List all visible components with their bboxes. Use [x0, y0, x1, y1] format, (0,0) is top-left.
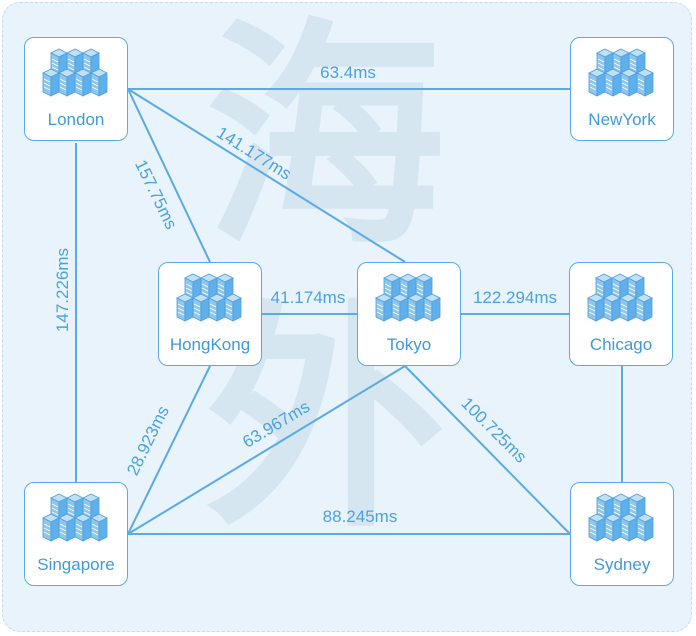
- server-icon: [587, 492, 655, 552]
- link-london-hongkong: [127, 88, 211, 263]
- node-chicago: Chicago: [569, 262, 673, 366]
- server-icon: [374, 272, 442, 332]
- node-newyork: NewYork: [570, 37, 674, 141]
- node-tokyo: Tokyo: [357, 262, 461, 366]
- node-sydney: Sydney: [570, 482, 674, 586]
- node-label: Sydney: [593, 555, 651, 574]
- link-london-tokyo: [127, 88, 406, 263]
- node-london: London: [24, 37, 128, 141]
- link-tokyo-sydney: [404, 365, 571, 535]
- node-label: HongKong: [169, 335, 251, 354]
- link-tokyo-singapore: [127, 365, 406, 535]
- server-icon: [586, 272, 654, 332]
- node-label: London: [47, 110, 105, 129]
- server-icon: [41, 492, 109, 552]
- server-icon: [41, 47, 109, 107]
- server-icon: [175, 272, 243, 332]
- node-label: Chicago: [589, 335, 653, 354]
- node-label: NewYork: [588, 110, 656, 129]
- server-icon: [587, 47, 655, 107]
- latency-hongkong-tokyo: 41.174ms: [271, 288, 346, 307]
- latency-london-newyork: 63.4ms: [320, 63, 376, 82]
- latency-hongkong-singapore: 28.923ms: [123, 403, 173, 478]
- node-singapore: Singapore: [24, 482, 128, 586]
- latency-singapore-sydney: 88.245ms: [323, 507, 398, 526]
- link-hongkong-singapore: [127, 365, 211, 535]
- node-hongkong: HongKong: [158, 262, 262, 366]
- watermark-char-1: 海: [205, 0, 446, 278]
- latency-london-tokyo: 141.177ms: [213, 123, 294, 184]
- latency-tokyo-chicago: 122.294ms: [473, 288, 557, 307]
- latency-london-hongkong: 157.75ms: [131, 157, 181, 232]
- node-label: Tokyo: [386, 335, 432, 354]
- node-label: Singapore: [37, 555, 115, 574]
- latency-london-singapore: 147.226ms: [53, 248, 72, 332]
